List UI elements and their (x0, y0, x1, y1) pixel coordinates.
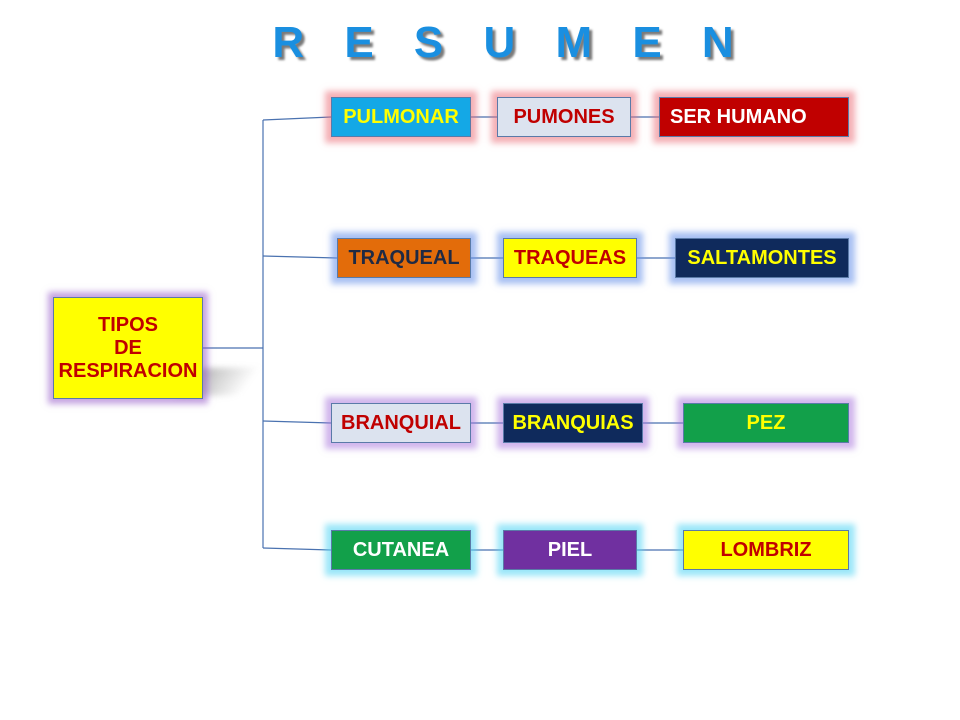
branch-cutanea (262, 547, 332, 551)
branch-pulmonar (262, 116, 332, 121)
node-organ-piel: PIEL (503, 530, 637, 570)
node-organ-branquias: BRANQUIAS (503, 403, 643, 443)
node-organism-pez: PEZ (683, 403, 849, 443)
root-node: TIPOS DE RESPIRACION (53, 297, 203, 399)
root-line-2: DE (114, 336, 142, 359)
node-organ-pumones: PUMONES (497, 97, 631, 137)
branch-traqueal (262, 255, 338, 259)
node-organ-traqueas: TRAQUEAS (503, 238, 637, 278)
root-line-3: RESPIRACION (58, 359, 198, 382)
root-line-1: TIPOS (97, 313, 158, 336)
node-type-branquial: BRANQUIAL (331, 403, 471, 443)
page-title: R E S U M E N (272, 18, 748, 67)
node-type-cutanea: CUTANEA (331, 530, 471, 570)
node-organism-saltamontes: SALTAMONTES (675, 238, 849, 278)
node-organism-lombriz: LOMBRIZ (683, 530, 849, 570)
branch-branquial (262, 420, 332, 424)
node-type-pulmonar: PULMONAR (331, 97, 471, 137)
node-type-traqueal: TRAQUEAL (337, 238, 471, 278)
node-organism-ser-humano: SER HUMANO (659, 97, 849, 137)
